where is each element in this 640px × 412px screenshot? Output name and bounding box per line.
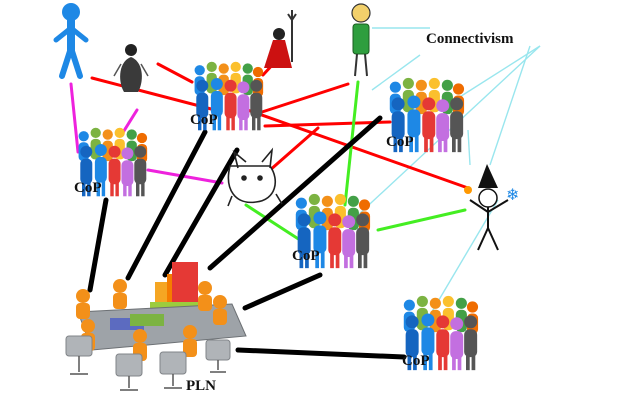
green-figure-icon — [351, 3, 371, 77]
bar-chart-icon — [150, 262, 204, 312]
blue-stick-figure-icon — [53, 3, 89, 79]
cyan-links — [357, 27, 541, 316]
cop-label-left: CoP — [74, 180, 102, 196]
connection-lines — [69, 27, 541, 360]
pln-label: PLN — [186, 378, 216, 394]
cop-label-top: CoP — [190, 112, 218, 128]
devil-figure-icon — [264, 10, 297, 68]
chair-bases — [70, 356, 226, 391]
magenta-links — [69, 82, 224, 185]
cat-doodle-icon — [227, 147, 283, 207]
cop-label-right: CoP — [386, 134, 414, 150]
meeting-table-icon — [65, 262, 247, 391]
meeting-chairs — [65, 335, 231, 377]
snowflake-icon: ❄ — [506, 185, 519, 204]
black-links — [87, 115, 407, 360]
cop-label-bottom: CoP — [402, 353, 430, 369]
ghost-figure-icon — [113, 44, 149, 92]
cop-label-center: CoP — [292, 248, 320, 264]
connectivism-title: Connectivism — [426, 31, 514, 47]
wizard-stick-figure-icon: ❄ — [464, 164, 519, 251]
